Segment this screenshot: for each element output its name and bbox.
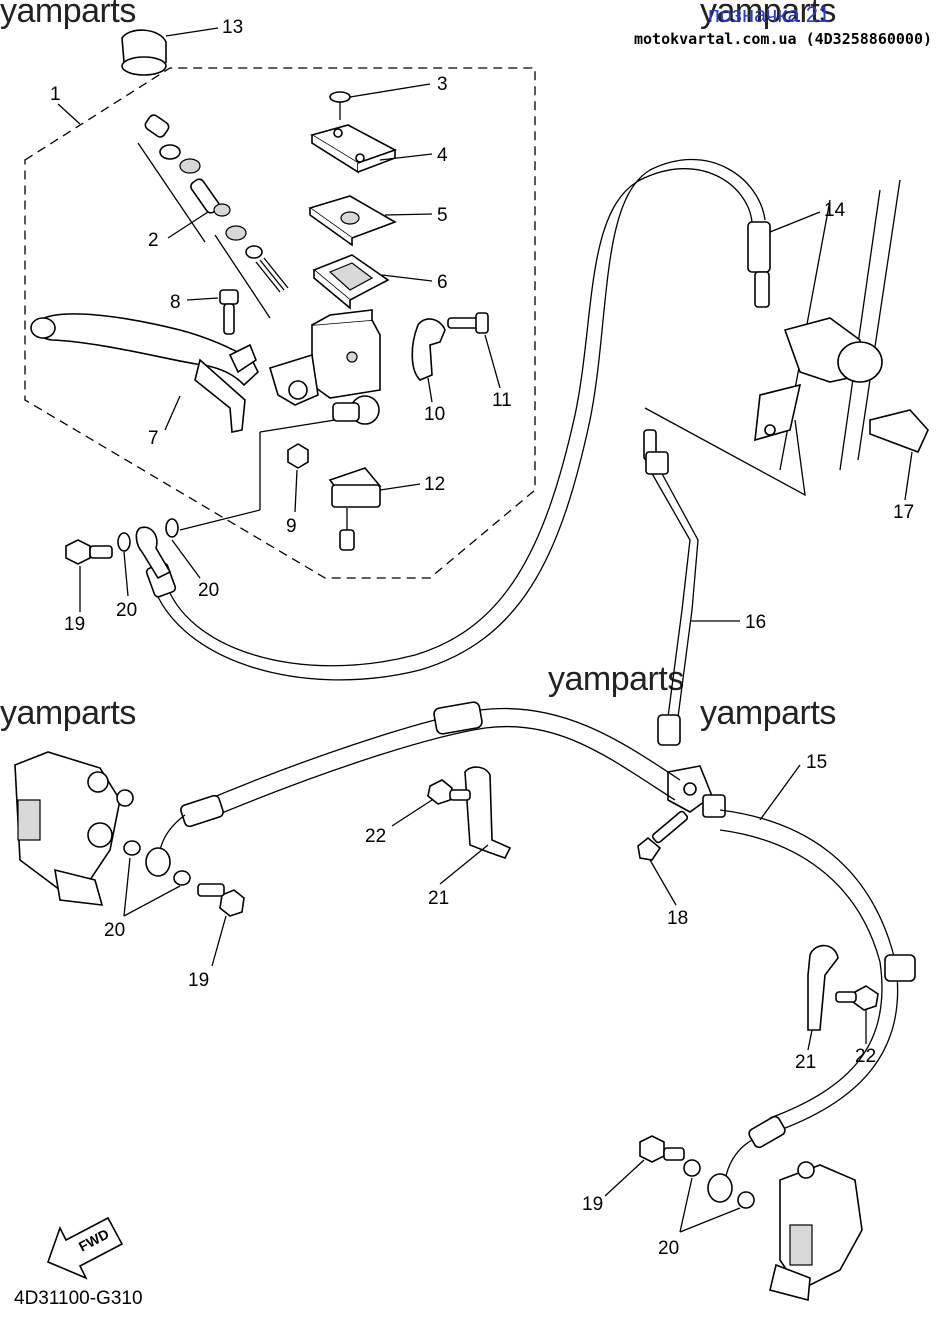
callout-7: 7	[148, 428, 159, 449]
banjo-right	[707, 1173, 733, 1203]
washer-top-2	[165, 518, 179, 538]
washer-left-2	[173, 870, 191, 886]
hose-guide-bolt-right	[835, 985, 879, 1011]
handlebar-holder	[411, 318, 446, 381]
washer-top-1	[117, 532, 131, 552]
master-cylinder-body	[269, 309, 381, 425]
callout-14: 14	[824, 200, 846, 221]
callout-20-top-b: 20	[198, 580, 219, 601]
union-bolt-left	[197, 883, 245, 917]
watermark-top-left: yamparts	[0, 0, 136, 30]
hose-clip	[869, 409, 929, 454]
reservoir-screw	[329, 91, 351, 120]
callout-5: 5	[437, 205, 448, 226]
leader-lines	[57, 27, 913, 1233]
reservoir-diaphragm	[312, 254, 390, 310]
brake-lever	[30, 313, 259, 433]
reservoir-plate	[308, 195, 397, 247]
brake-pipe-16	[643, 429, 699, 746]
junction-bolt	[637, 810, 689, 861]
frame-bracket	[754, 179, 901, 471]
page-link[interactable]: позначка 21	[708, 2, 831, 27]
washer-right-2	[737, 1191, 755, 1209]
watermark-top-right: yamparts	[700, 0, 836, 30]
callout-8: 8	[170, 292, 181, 313]
callout-16: 16	[745, 612, 766, 633]
union-bolt-top	[65, 539, 113, 565]
nut	[287, 443, 309, 469]
callout-12: 12	[424, 474, 445, 495]
callout-22-right: 22	[855, 1046, 876, 1067]
banjo-left	[145, 847, 171, 877]
washer-right-1	[683, 1159, 701, 1177]
callout-20-right: 20	[658, 1238, 679, 1259]
callout-20-left: 20	[104, 920, 125, 941]
callout-21-right: 21	[795, 1052, 816, 1073]
reservoir-cap	[310, 124, 397, 174]
callout-2: 2	[148, 230, 159, 251]
callout-22-center: 22	[365, 826, 386, 847]
watermark-left: yamparts	[0, 694, 136, 732]
brake-hose-15-right	[719, 809, 916, 1181]
callout-19-left: 19	[188, 970, 209, 991]
callout-3: 3	[437, 74, 448, 95]
callout-20-top-a: 20	[116, 600, 137, 621]
callout-1: 1	[50, 84, 61, 105]
callout-13: 13	[222, 17, 243, 38]
left-caliper	[14, 751, 134, 906]
hose-guide-bolt-center	[427, 779, 471, 805]
callout-9: 9	[286, 516, 297, 537]
watermark-center: yamparts	[548, 660, 684, 698]
callout-11: 11	[492, 390, 512, 411]
source-note: motokvartal.com.ua (4D3258860000)	[633, 30, 932, 48]
hose-guide-center	[464, 766, 512, 859]
brake-switch	[328, 467, 382, 551]
holder-bolt	[447, 312, 489, 334]
callout-19-top: 19	[64, 614, 85, 635]
pivot-bolt	[219, 289, 239, 335]
washer-left-1	[123, 840, 141, 856]
union-bolt-right	[639, 1135, 685, 1163]
callout-15: 15	[806, 752, 827, 773]
callout-labels: 13 1 3 4 5 6 2 8 7 10 11 12 9 14 17 16 1…	[50, 17, 914, 1259]
assembly-outline	[24, 67, 536, 579]
lever-cover	[121, 29, 167, 76]
clip-leader	[644, 407, 806, 497]
callout-6: 6	[437, 272, 448, 293]
callout-21-center: 21	[428, 888, 449, 909]
right-caliper	[769, 1161, 863, 1302]
watermark-right: yamparts	[700, 694, 836, 732]
junction	[667, 765, 726, 818]
callout-17: 17	[893, 502, 914, 523]
figure-code: 4D31100-G310	[14, 1288, 143, 1309]
banjo-top	[135, 526, 172, 580]
brake-hose-15-left	[157, 701, 681, 861]
callout-4: 4	[437, 145, 448, 166]
brake-hose-14	[145, 159, 771, 681]
piston-kit	[137, 114, 289, 319]
callout-19-right: 19	[582, 1194, 603, 1215]
hose-guide-right	[807, 944, 839, 1031]
callout-10: 10	[424, 404, 445, 425]
callout-18: 18	[667, 908, 688, 929]
fwd-arrow: FWD	[46, 1216, 124, 1280]
